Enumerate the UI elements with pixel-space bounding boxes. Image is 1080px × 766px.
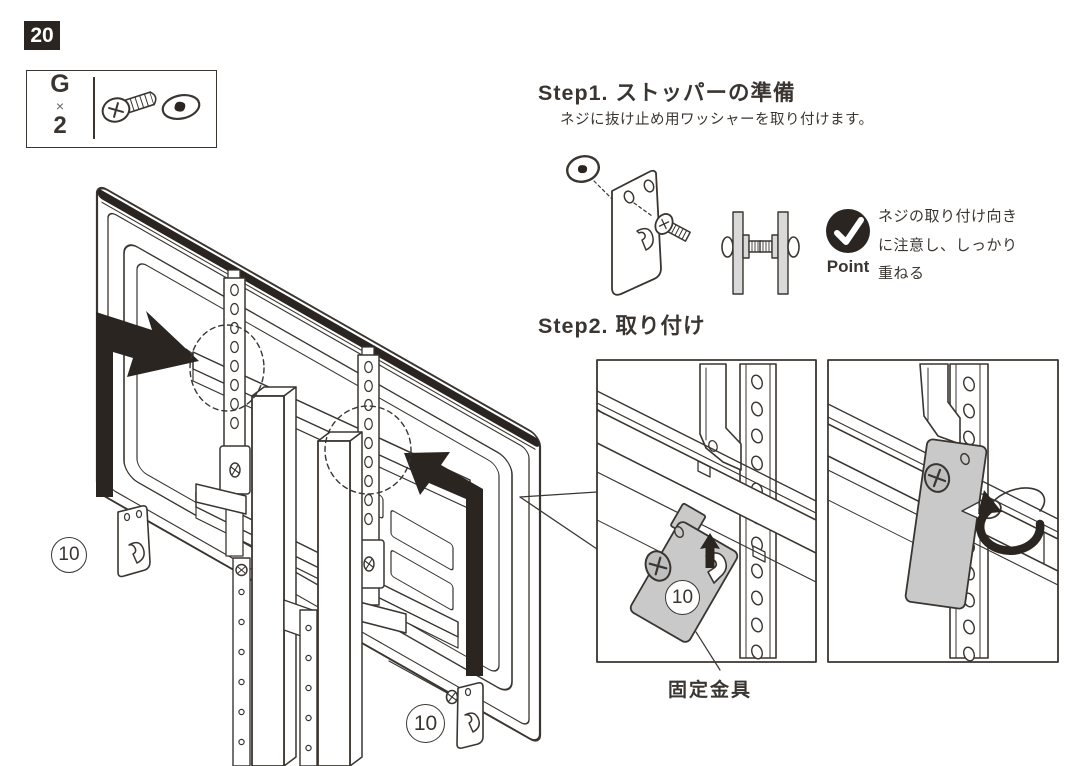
page-step-number: 20 [24, 21, 60, 50]
point-note-line: に注意し、しっかり [878, 236, 1018, 254]
rail-band-1 [597, 390, 816, 583]
fixing-bracket-gray-2 [904, 438, 988, 610]
stand-column-left [232, 386, 297, 766]
callout-wedge [519, 491, 598, 550]
highlight-circle-right [324, 405, 412, 495]
arrow-right [404, 452, 483, 676]
orientation-side-view-1 [721, 211, 762, 295]
detail-box-1 [596, 359, 817, 663]
screw-illustration [654, 213, 691, 242]
fixing-bracket-label: 固定金具 [668, 680, 753, 701]
stand-column-right [299, 431, 363, 766]
bracket-arm-2 [919, 363, 961, 445]
part-id-label: G [50, 70, 70, 98]
point-note: ネジの取り付け向き に注意し、しっかり 重ねる [878, 203, 1018, 289]
part-times-label: × [55, 98, 65, 114]
point-note-line: ネジの取り付け向き [878, 208, 1018, 225]
parts-washer-icon [161, 94, 201, 120]
step1-title: Step1. ストッパーの準備 [538, 81, 796, 105]
stopper-bracket-left [117, 505, 151, 578]
parts-box: G × 2 [26, 70, 217, 148]
step1-description: ネジに抜け止め用ワッシャーを取り付けます。 [560, 112, 874, 128]
step2-title: Step2. 取り付け [538, 314, 706, 338]
point-label: Point [826, 257, 870, 276]
part-qty-label: 2 [53, 112, 67, 139]
insert-arrow-up [700, 533, 720, 568]
parts-screw-icon [101, 91, 157, 123]
part-ref-badge: 10 [665, 580, 700, 615]
parts-box-divider [93, 77, 95, 139]
callout-leader [695, 631, 721, 671]
part-ref-badge: 10 [51, 537, 87, 573]
washer-illustration [566, 155, 600, 183]
rotation-arrow [976, 487, 1046, 555]
point-check-icon [826, 209, 870, 253]
point-note-line: 重ねる [878, 265, 925, 282]
bracket-arm-1 [699, 363, 742, 471]
detail-box-2 [827, 359, 1059, 663]
highlight-circle-left [189, 324, 265, 412]
orientation-side-view-2 [759, 211, 800, 295]
stopper-plate-illustration [611, 169, 662, 296]
arrow-left [96, 311, 199, 497]
part-ref-badge: 10 [406, 704, 445, 743]
stopper-bracket-bottom [388, 660, 484, 749]
